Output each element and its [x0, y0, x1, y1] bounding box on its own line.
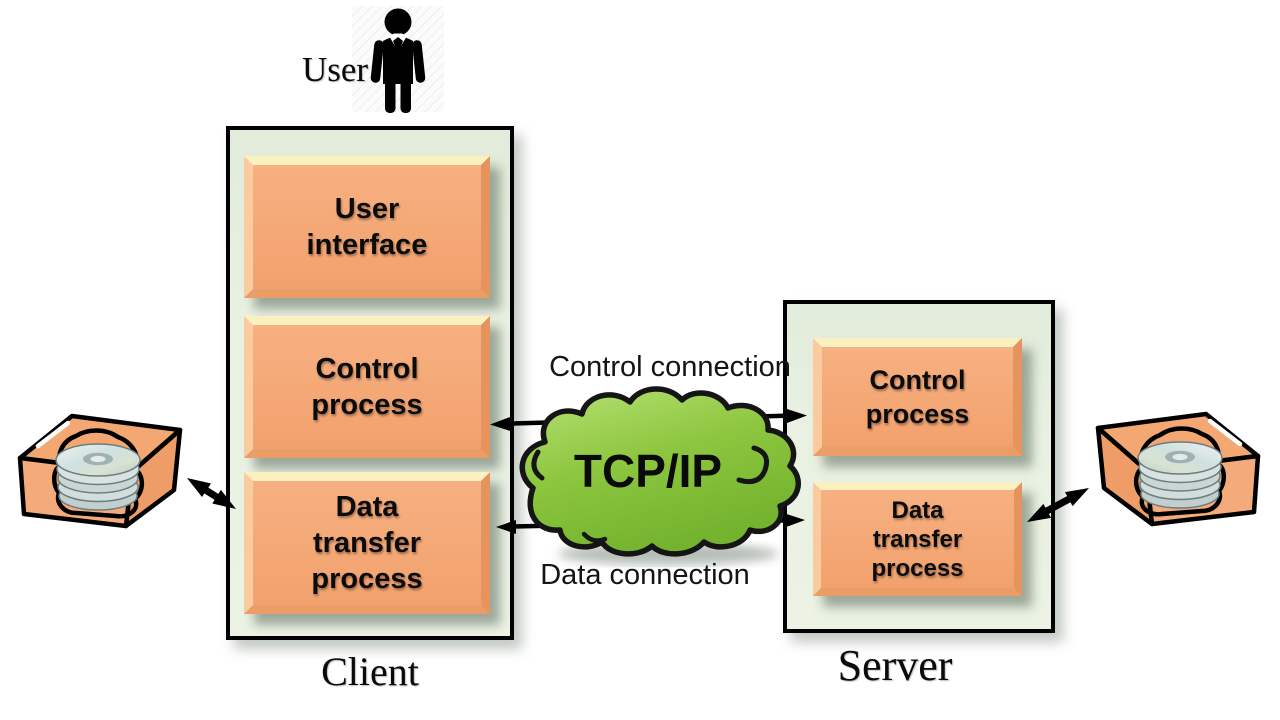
- cloud-label: TCP/IP: [574, 445, 722, 497]
- server-data-transfer-process-box: Data transfer process: [813, 482, 1022, 596]
- client-caption: Client: [321, 649, 419, 694]
- client-data-transfer-process-label: Data transfer process: [311, 491, 423, 595]
- client-data-transfer-process-box: Data transfer process: [244, 472, 490, 614]
- server-data-transfer-process-label: Data transfer process: [871, 496, 964, 582]
- client-storage-disk-stack-icon: [17, 413, 183, 529]
- client-user-interface-box: User interface: [244, 156, 490, 298]
- user-label: User: [301, 50, 369, 89]
- control-connection-arrow: [490, 409, 807, 431]
- client-control-process-box: Control process: [244, 316, 490, 458]
- server-control-process-box: Control process: [813, 338, 1022, 456]
- data-connection-label: Data connection: [540, 559, 750, 591]
- server-control-process-label: Control process: [865, 365, 970, 429]
- server-storage-disk-stack-icon: [1095, 411, 1261, 527]
- data-connection-arrow: [496, 513, 805, 534]
- server-panel: Control process Data transfer process: [783, 300, 1055, 633]
- control-connection-label: Control connection: [549, 351, 791, 383]
- client-control-process-label: Control process: [311, 353, 423, 421]
- client-user-interface-label: User interface: [306, 193, 428, 261]
- client-panel: User interface Control process Data tran…: [226, 126, 514, 640]
- server-caption: Server: [837, 641, 953, 690]
- tcp-ip-cloud: TCP/IP: [519, 386, 802, 565]
